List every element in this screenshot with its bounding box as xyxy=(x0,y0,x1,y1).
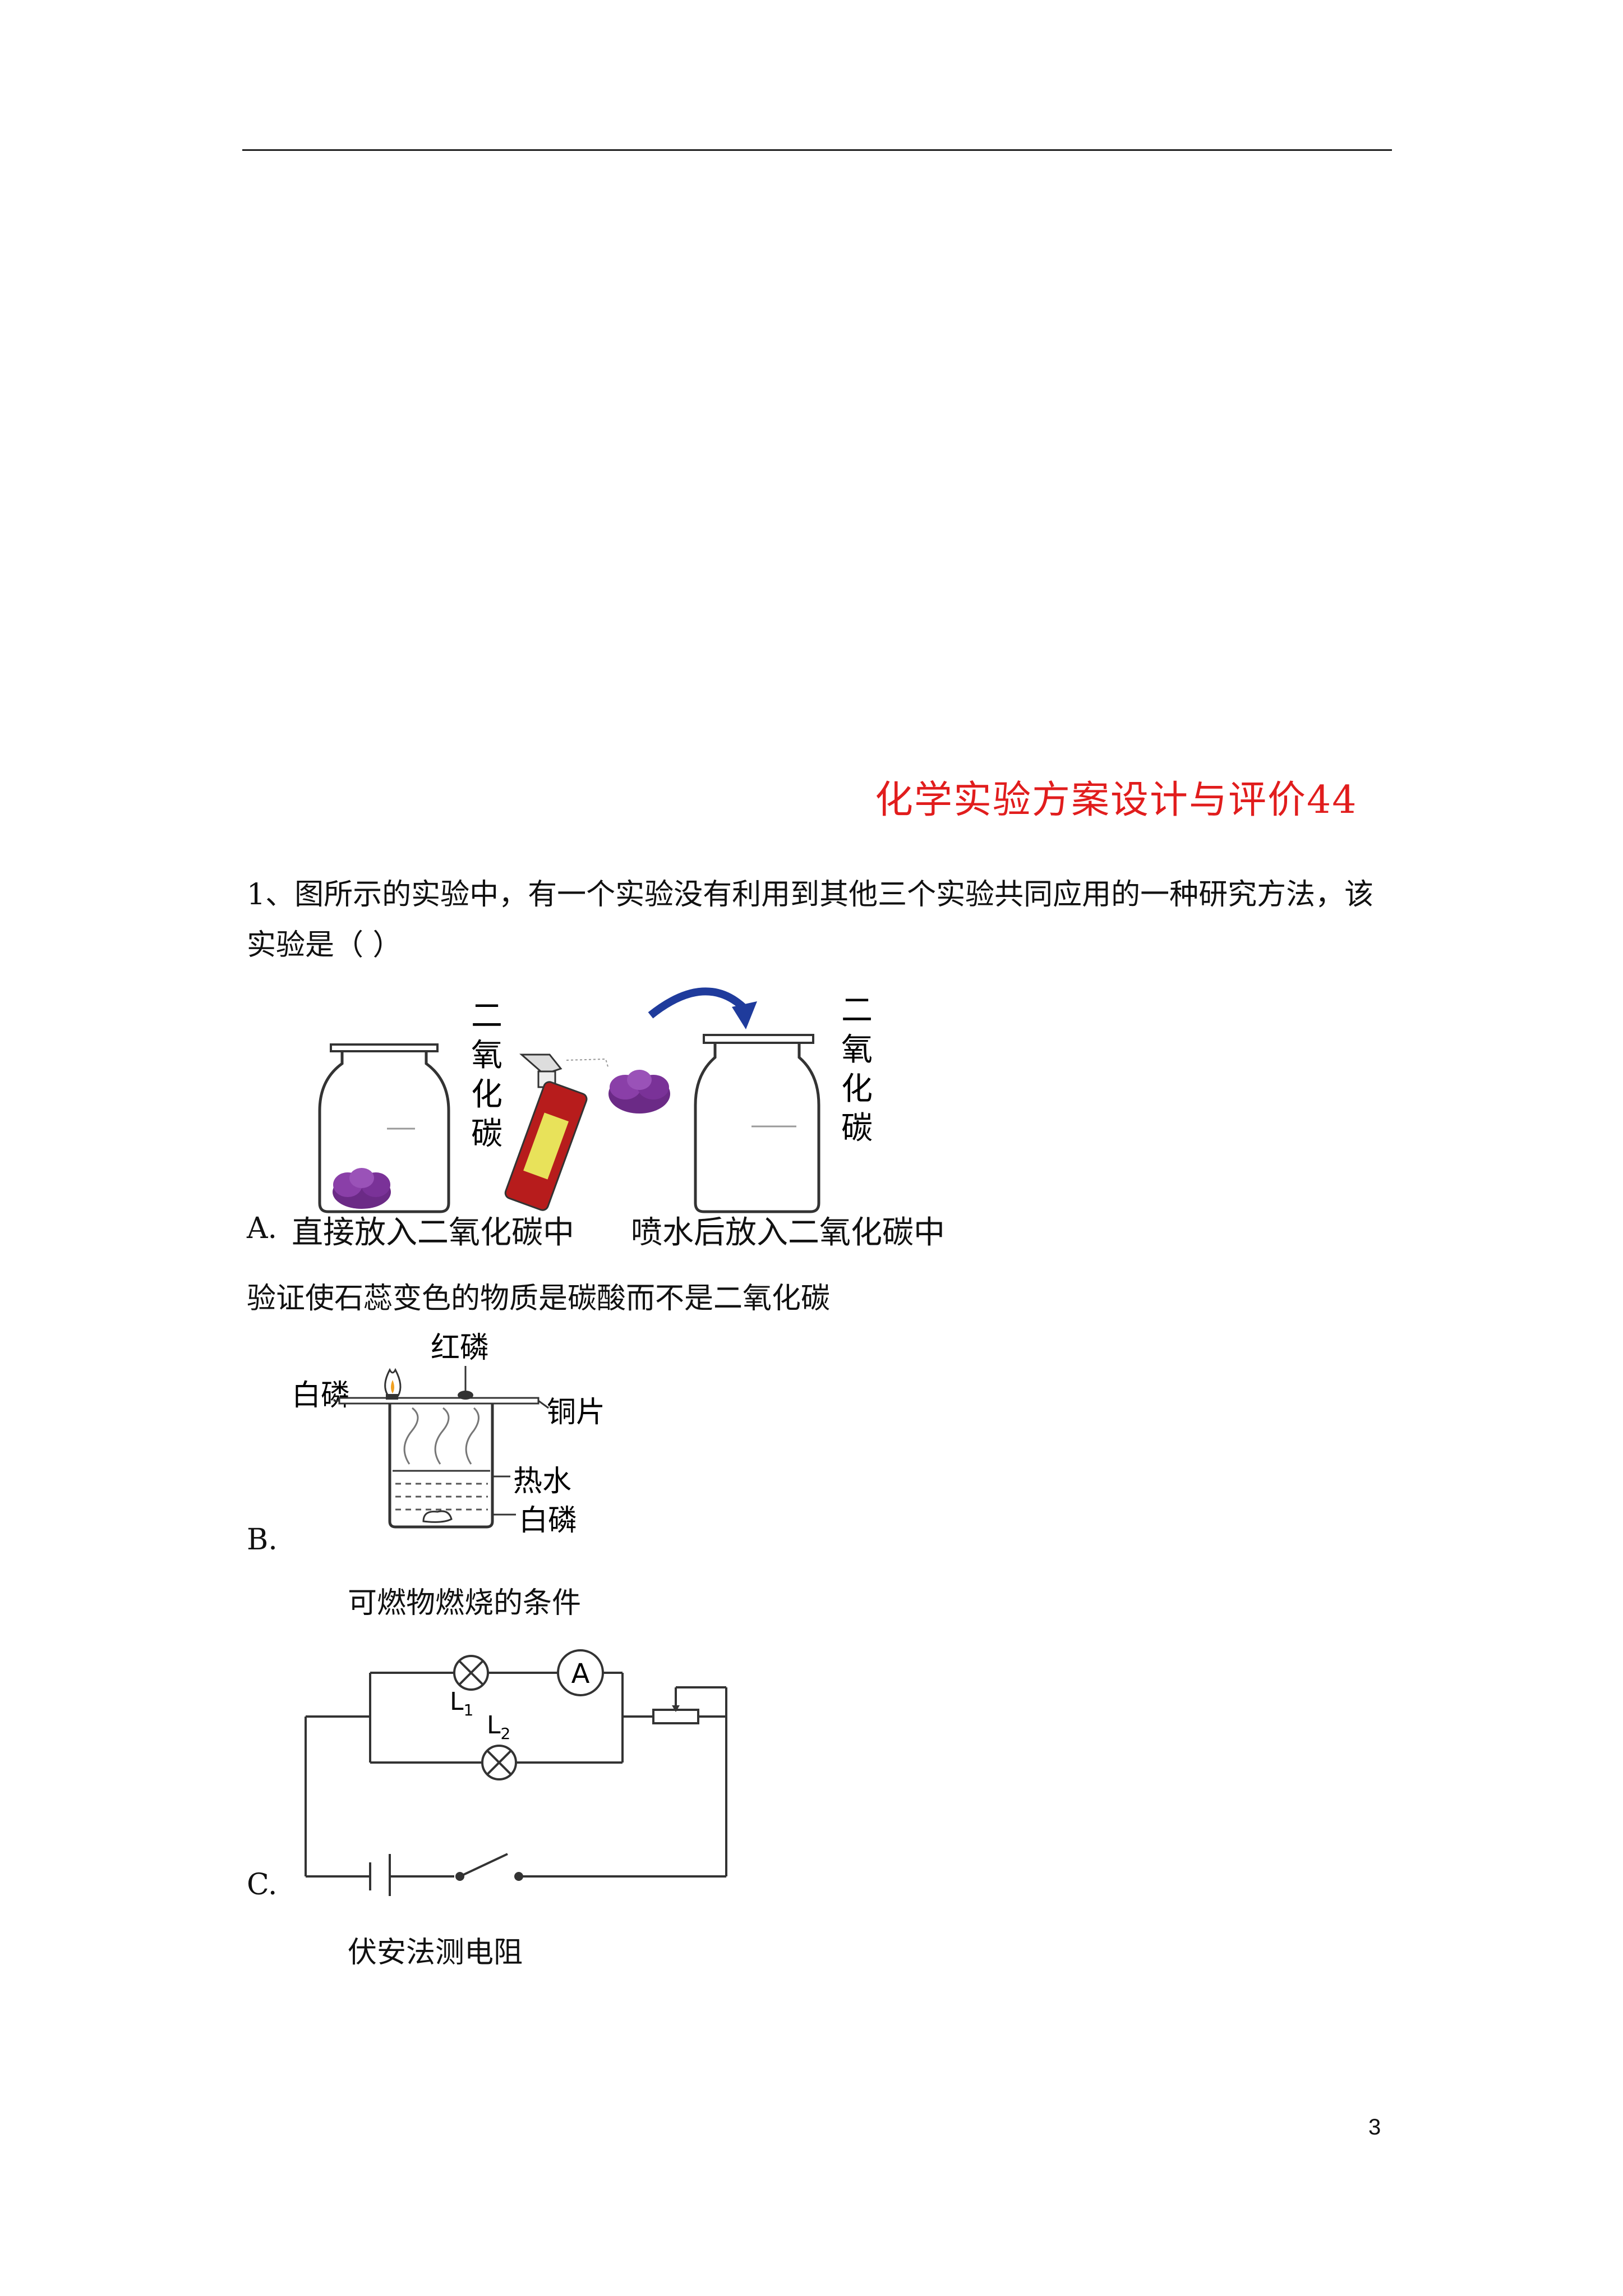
header-rule xyxy=(242,149,1392,151)
ammeter-icon: A xyxy=(557,1649,604,1696)
flower-right-icon xyxy=(608,1070,670,1114)
jar-label-right-4: 碳 xyxy=(841,1110,873,1147)
question-1-text: 1、图所示的实验中，有一个实验没有利用到其他三个实验共同应用的一种研究方法，该实… xyxy=(247,878,1374,962)
flame-icon xyxy=(384,1368,402,1399)
jar-label-right-3: 化 xyxy=(841,1071,873,1107)
option-a-letter: A. xyxy=(247,1212,278,1245)
flower-left-icon xyxy=(333,1168,391,1209)
co2-jar-right xyxy=(694,1034,820,1213)
option-c-description: 伏安法测电阻 xyxy=(348,1936,523,1970)
beaker xyxy=(388,1404,494,1529)
rheostat-icon xyxy=(652,1705,699,1724)
white-phosphorus-underwater xyxy=(422,1510,453,1523)
jar-label-right-2: 氧 xyxy=(841,1032,873,1068)
option-a-caption-right: 喷水后放入二氧化碳中 xyxy=(631,1214,945,1251)
switch-icon xyxy=(455,1853,523,1881)
label-white-phosphorus-bottom: 白磷 xyxy=(519,1504,577,1538)
jar-label-left-3: 化 xyxy=(471,1076,502,1113)
option-c-figure: A L1 L2 xyxy=(305,1649,727,1896)
jar-label-left-2: 氧 xyxy=(471,1037,502,1074)
label-hot-water: 热水 xyxy=(513,1465,571,1498)
label-white-phosphorus-top: 白磷 xyxy=(292,1379,350,1412)
option-b-description: 可燃物燃烧的条件 xyxy=(348,1586,582,1620)
lamp-l1-icon xyxy=(453,1655,489,1691)
curved-arrow-icon xyxy=(648,987,757,1029)
label-red-phosphorus: 红磷 xyxy=(431,1331,489,1365)
spray-bottle-icon xyxy=(504,1053,609,1211)
option-b-letter: B. xyxy=(247,1523,278,1557)
red-phosphorus xyxy=(458,1391,473,1400)
jar-label-right-1: 二 xyxy=(841,992,873,1029)
jar-label-left-1: 二 xyxy=(471,998,502,1034)
jar-label-left-4: 碳 xyxy=(471,1116,502,1152)
page-number: 3 xyxy=(1368,2115,1381,2139)
battery-icon xyxy=(369,1854,391,1896)
co2-jar-left xyxy=(318,1043,450,1213)
lamp-l2-icon xyxy=(481,1745,517,1780)
document-title: 化学实验方案设计与评价44 xyxy=(875,778,1358,822)
option-a-description: 验证使石蕊变色的物质是碳酸而不是二氧化碳 xyxy=(247,1282,831,1315)
copper-sheet xyxy=(338,1397,540,1405)
label-copper-sheet: 铜片 xyxy=(547,1396,605,1429)
option-a-figure: 二 氧 化 碳 二 氧 化 碳 xyxy=(318,987,873,1213)
option-c-letter: C. xyxy=(247,1868,278,1902)
option-a-caption-left: 直接放入二氧化碳中 xyxy=(292,1214,574,1251)
option-b-figure: 红磷 白磷 铜片 热水 白磷 xyxy=(292,1331,605,1538)
label-l2: L2 xyxy=(487,1711,510,1743)
label-l1: L1 xyxy=(450,1687,473,1719)
ammeter-label: A xyxy=(571,1658,590,1690)
